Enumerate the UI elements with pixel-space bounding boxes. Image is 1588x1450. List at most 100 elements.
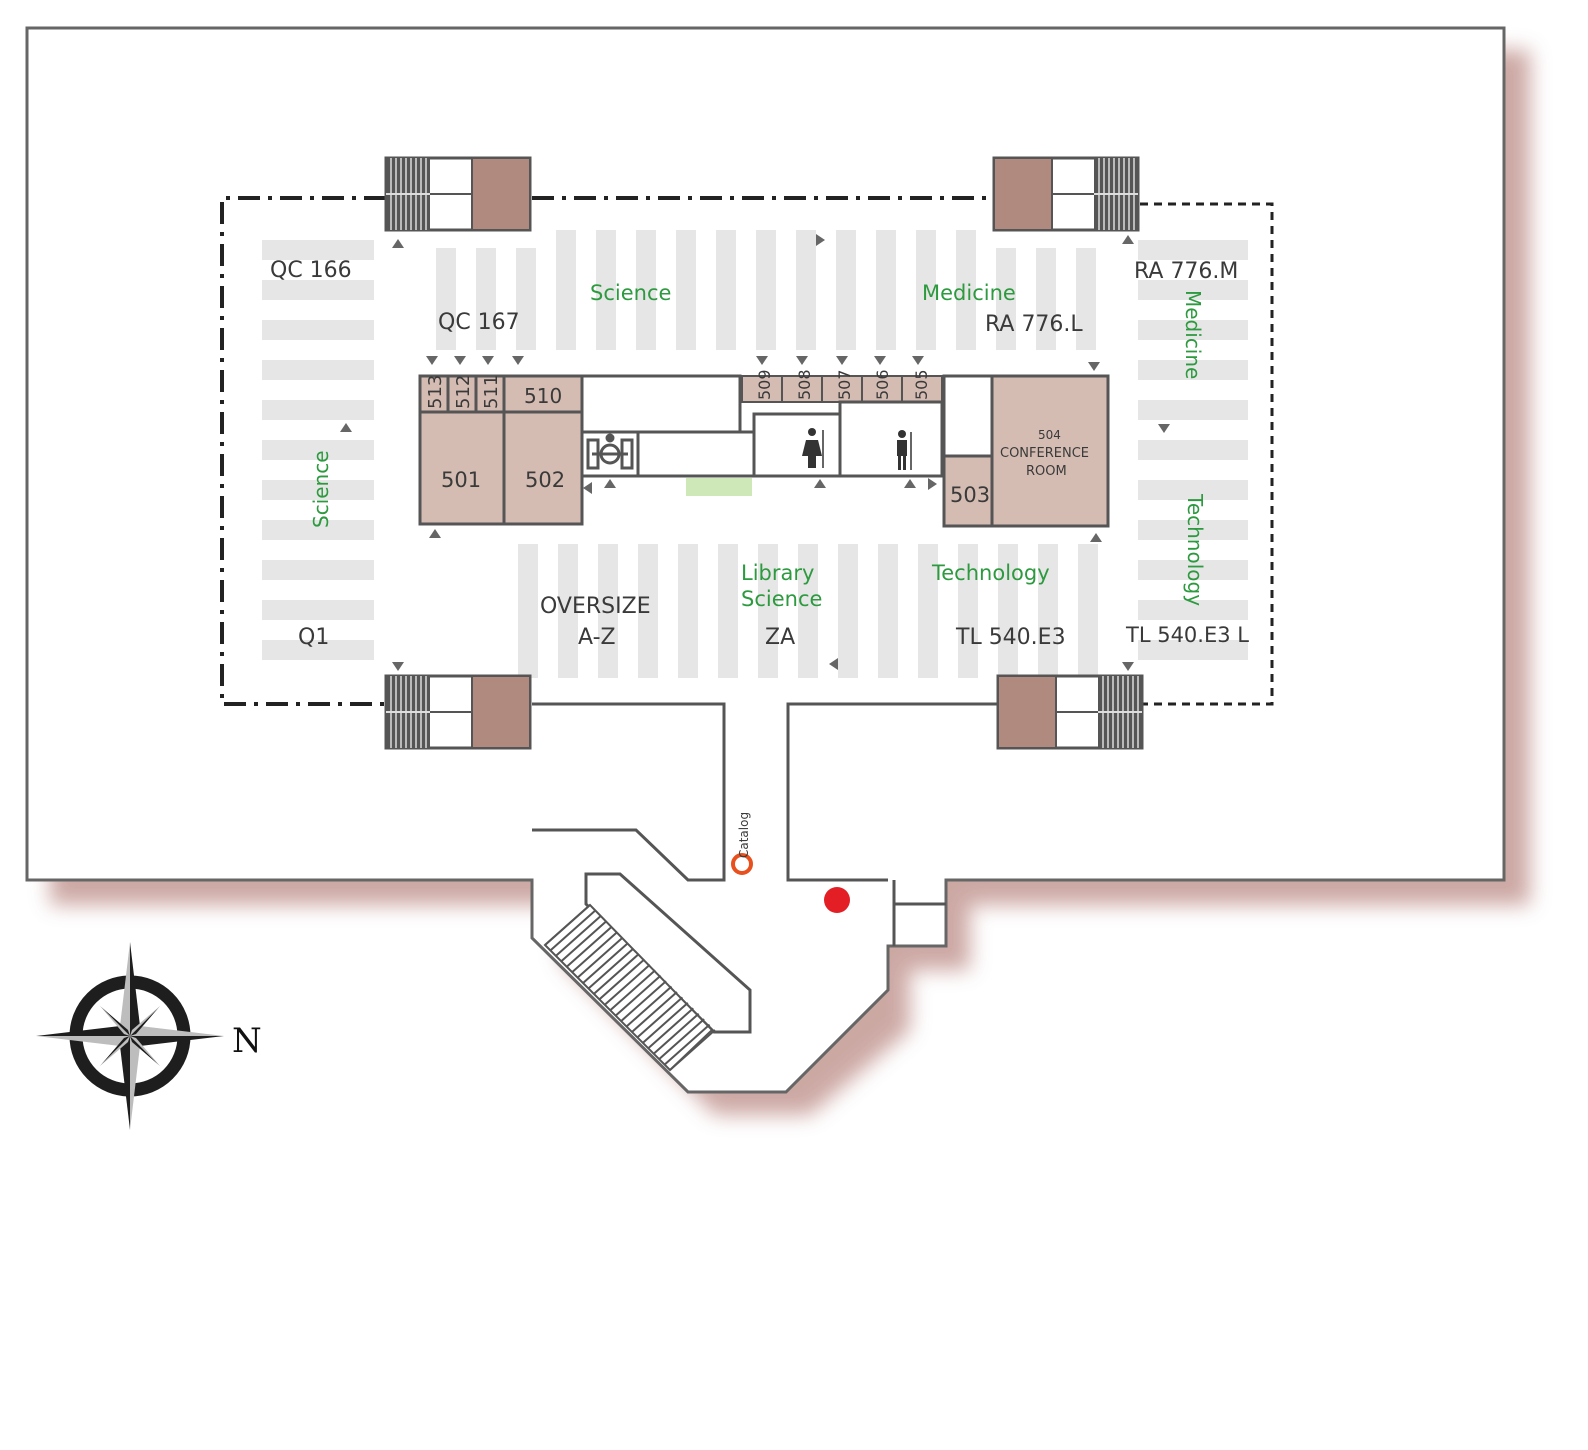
mens-restroom-icon xyxy=(897,430,912,470)
room-503-anteroom xyxy=(942,374,994,458)
label-504-number: 504 xyxy=(1038,428,1061,442)
shelf-left xyxy=(262,600,374,620)
room-509[interactable] xyxy=(741,375,783,403)
direction-arrow xyxy=(1122,662,1134,671)
shelf-bottom xyxy=(1078,544,1098,678)
shelf-right xyxy=(1138,240,1248,260)
callno-ra776l: RA 776.L xyxy=(985,312,1083,337)
shelf-left xyxy=(262,280,374,300)
direction-arrow xyxy=(454,356,466,365)
direction-arrow xyxy=(756,356,768,365)
shelf-top xyxy=(996,248,1016,350)
direction-arrow xyxy=(1158,424,1170,433)
shelf-right xyxy=(1138,520,1248,540)
shelf-left xyxy=(262,480,374,500)
shelf-bottom xyxy=(678,544,698,678)
direction-arrow xyxy=(482,356,494,365)
label-502: 502 xyxy=(525,468,565,492)
shelf-top xyxy=(556,230,576,350)
direction-arrow xyxy=(836,356,848,365)
shelf-top xyxy=(476,248,496,350)
shelf-bottom xyxy=(518,544,538,678)
room-502[interactable] xyxy=(502,410,584,526)
shelf-right xyxy=(1138,560,1248,580)
subject-technology-bottom: Technology xyxy=(931,561,1050,585)
entrance-stairs xyxy=(543,903,716,1072)
subject-technology-right: Technology xyxy=(1183,493,1207,606)
accessible-restroom-icon xyxy=(586,433,634,470)
shelf-left xyxy=(262,320,374,340)
direction-arrow xyxy=(1088,362,1100,371)
compass-north-label: N xyxy=(232,1021,262,1061)
shelf-right xyxy=(1138,480,1248,500)
shelf-bottom xyxy=(838,544,858,678)
shelf-bottom xyxy=(878,544,898,678)
subject-science-left: Science xyxy=(309,450,333,528)
subject-medicine-right: Medicine xyxy=(1181,290,1205,379)
shelf-top xyxy=(916,230,936,350)
shelf-left xyxy=(262,640,374,660)
direction-arrow xyxy=(1122,235,1134,244)
call-number-labels: QC 166 QC 167 RA 776.M RA 776.L Q1 OVERS… xyxy=(270,258,1249,650)
shelf-top xyxy=(876,230,896,350)
service-area xyxy=(580,374,742,434)
catalog-label: Catalog xyxy=(737,812,751,858)
label-512: 512 xyxy=(453,375,474,409)
callno-qc166: QC 166 xyxy=(270,258,352,283)
shelf-bottom xyxy=(958,544,978,678)
label-513: 513 xyxy=(425,375,446,409)
label-504-line2: ROOM xyxy=(1026,464,1067,479)
shelf-left xyxy=(262,400,374,420)
shelf-bottom xyxy=(638,544,658,678)
callno-q1: Q1 xyxy=(298,625,329,650)
direction-arrow xyxy=(392,662,404,671)
direction-arrow xyxy=(829,658,838,670)
direction-arrow xyxy=(796,356,808,365)
shelf-top xyxy=(436,248,456,350)
direction-arrow xyxy=(928,478,937,490)
central-core xyxy=(418,374,1110,528)
catalog-icon[interactable]: Catalog xyxy=(731,812,753,875)
shelf-bottom xyxy=(798,544,818,678)
label-505: 505 xyxy=(912,369,931,400)
label-510: 510 xyxy=(524,384,562,408)
shelf-right xyxy=(1138,440,1248,460)
shelf-top xyxy=(676,230,696,350)
shelf-left xyxy=(262,560,374,580)
shelf-bottom xyxy=(598,544,618,678)
stair-elevator-tower xyxy=(384,674,532,750)
womens-restroom[interactable] xyxy=(752,412,842,478)
shelf-bottom xyxy=(1038,544,1058,678)
direction-arrow xyxy=(604,479,616,488)
mens-restroom[interactable] xyxy=(838,400,944,478)
direction-arrow xyxy=(912,356,924,365)
direction-arrow xyxy=(904,479,916,488)
subject-labels: Science Medicine Medicine Science Techno… xyxy=(309,281,1207,611)
you-are-here-marker xyxy=(824,887,850,913)
shelf-right xyxy=(1138,400,1248,420)
label-507: 507 xyxy=(835,369,854,400)
subject-science-top: Science xyxy=(590,281,671,305)
shelf-top xyxy=(756,230,776,350)
shelf-top xyxy=(516,248,536,350)
room-505[interactable] xyxy=(901,375,943,403)
callno-ra776m: RA 776.M xyxy=(1134,259,1238,284)
shelf-left xyxy=(262,440,374,460)
stair-towers xyxy=(384,156,1144,750)
shelf-right xyxy=(1138,600,1248,620)
shelf-top xyxy=(796,230,816,350)
room-513[interactable] xyxy=(418,374,450,414)
direction-arrow xyxy=(512,356,524,365)
compass-rose-icon xyxy=(36,942,224,1130)
direction-arrow xyxy=(429,529,441,538)
room-labels: 501 502 503 504 CONFERENCE ROOM 510 511 … xyxy=(425,369,1089,507)
room-504[interactable] xyxy=(990,374,1110,528)
shelf-top xyxy=(596,230,616,350)
subject-medicine-top: Medicine xyxy=(922,281,1016,305)
room-512[interactable] xyxy=(446,374,478,414)
room-501[interactable] xyxy=(418,410,506,526)
room-508[interactable] xyxy=(781,375,823,403)
direction-arrow xyxy=(874,356,886,365)
label-503: 503 xyxy=(950,483,990,507)
